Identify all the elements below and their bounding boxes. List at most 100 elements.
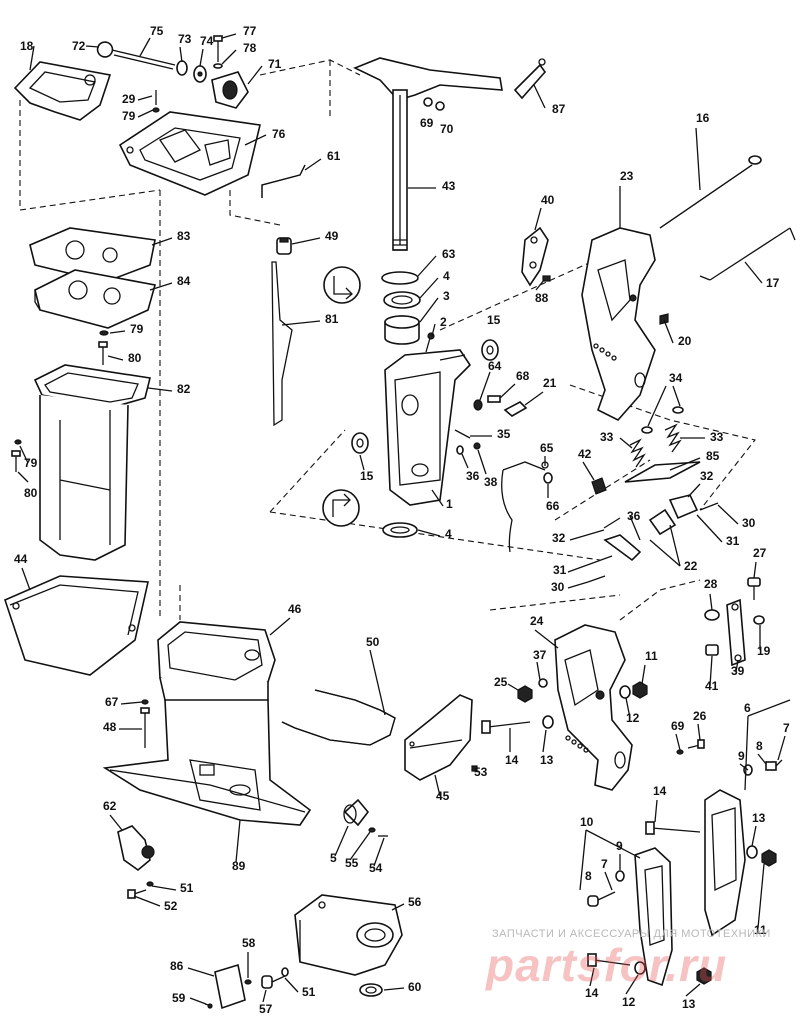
part-label-60: 60 (408, 980, 422, 994)
part-label-63: 63 (442, 247, 456, 261)
part-51-52-screw (127, 881, 154, 899)
part-58-59-screws (204, 979, 252, 1009)
part-label-50: 50 (366, 635, 380, 649)
part-label-87: 87 (552, 102, 566, 116)
part-label-11a: 11 (645, 649, 658, 663)
part-24-stern-bracket (554, 624, 633, 791)
part-label-86: 86 (170, 959, 184, 973)
part-79-80-screws (11, 330, 109, 472)
part-49-grommet (276, 237, 292, 255)
part-62-bracket (117, 825, 155, 872)
part-label-84: 84 (177, 274, 191, 288)
part-label-51a: 51 (180, 881, 194, 895)
part-label-81: 81 (325, 312, 339, 326)
part-label-3: 3 (443, 289, 450, 303)
part-label-27: 27 (753, 546, 767, 560)
part-label-32b: 32 (552, 531, 566, 545)
part-35-36-38 (454, 429, 481, 455)
watermark-logo: partsfor.ru (486, 939, 728, 991)
part-label-13a: 13 (540, 753, 554, 767)
part-3-bushing (384, 315, 420, 345)
part-label-1: 1 (446, 497, 453, 511)
part-6-clamp-assembly (704, 759, 783, 937)
part-label-71: 71 (268, 57, 282, 71)
part-label-21: 21 (543, 376, 557, 390)
rotate-arrow-icon-down (322, 489, 360, 527)
part-39-link (726, 598, 746, 667)
part-label-7a: 7 (783, 721, 790, 735)
part-label-69a: 69 (420, 116, 434, 130)
part-42-clip (591, 477, 607, 495)
part-label-8b: 8 (585, 869, 592, 883)
part-18-gasket (13, 61, 112, 121)
part-55-54-small (368, 827, 388, 837)
part-65-cable (501, 461, 553, 553)
part-label-4a: 4 (443, 269, 450, 283)
part-label-79c: 79 (24, 456, 38, 470)
part-label-6: 6 (744, 701, 751, 715)
part-label-75: 75 (150, 24, 164, 38)
part-label-76: 76 (272, 127, 286, 141)
part-label-14a: 14 (505, 753, 519, 767)
part-label-70: 70 (440, 122, 454, 136)
part-label-34: 34 (669, 371, 683, 385)
part-label-80b: 80 (24, 486, 38, 500)
part-label-67: 67 (105, 695, 119, 709)
part-label-78: 78 (243, 41, 257, 55)
part-2-screw (425, 332, 435, 353)
part-label-36a: 36 (466, 469, 480, 483)
part-label-8a: 8 (756, 739, 763, 753)
part-label-59: 59 (172, 991, 186, 1005)
part-label-68: 68 (516, 369, 530, 383)
part-89-gear-housing (102, 699, 312, 826)
part-label-65: 65 (540, 441, 554, 455)
part-label-12a: 12 (626, 711, 640, 725)
part-label-19: 19 (757, 644, 771, 658)
part-label-26: 26 (693, 709, 707, 723)
part-label-62: 62 (103, 799, 117, 813)
part-label-41: 41 (705, 679, 719, 693)
part-57-51-bolt (261, 967, 289, 989)
part-label-16: 16 (696, 111, 710, 125)
part-85-plate (624, 461, 701, 483)
part-45-cover (404, 694, 473, 781)
part-label-15b: 15 (360, 469, 374, 483)
part-label-23: 23 (620, 169, 634, 183)
part-label-61: 61 (327, 149, 341, 163)
rotate-arrow-icon-up (323, 266, 361, 304)
part-label-31b: 31 (553, 563, 567, 577)
part-76-adapter (118, 111, 261, 196)
part-label-46: 46 (288, 602, 302, 616)
part-label-73: 73 (178, 32, 192, 46)
part-16-tilt-rod (659, 155, 762, 229)
part-label-80a: 80 (128, 351, 142, 365)
part-label-35: 35 (497, 427, 511, 441)
part-43-swivel-shaft (353, 57, 503, 251)
part-label-58: 58 (242, 936, 256, 950)
part-label-14c: 14 (585, 986, 599, 1000)
part-label-45: 45 (436, 789, 450, 803)
part-63-washer (381, 271, 419, 285)
part-label-57: 57 (259, 1002, 273, 1016)
part-25-37-nuts (517, 678, 548, 703)
part-label-25: 25 (494, 675, 508, 689)
watermark-text: ЗАПЧАСТИ И АКСЕССУАРЫ ДЛЯ МОТОТЕХНИКИ (492, 928, 771, 940)
part-61-tube (261, 164, 306, 198)
part-33-springs (629, 406, 684, 468)
part-label-44: 44 (14, 552, 28, 566)
part-label-77: 77 (243, 24, 257, 38)
part-15-washers (351, 339, 499, 454)
part-83-gasket (29, 227, 156, 283)
part-17-rod (699, 227, 796, 281)
part-label-9b: 9 (616, 839, 623, 853)
part-label-13c: 13 (682, 997, 696, 1011)
part-label-82: 82 (177, 382, 191, 396)
part-label-17: 17 (766, 276, 780, 290)
part-label-12b: 12 (622, 995, 636, 1009)
part-label-10: 10 (580, 815, 594, 829)
part-label-72: 72 (72, 39, 86, 53)
part-label-2: 2 (440, 315, 447, 329)
part-label-74: 74 (200, 34, 214, 48)
